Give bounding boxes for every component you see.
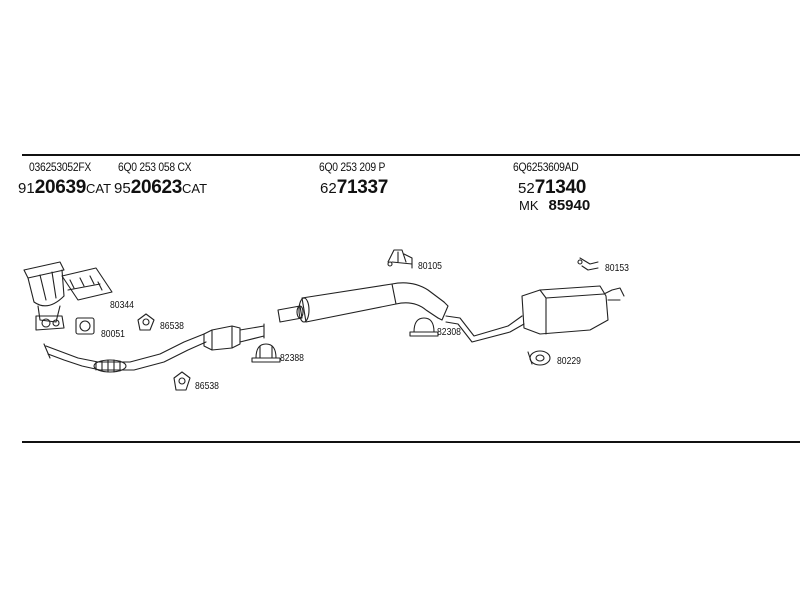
top-rule: [22, 154, 800, 156]
ref-label-86538-a: 86538: [160, 320, 184, 332]
part-main-1: 20639: [34, 177, 87, 198]
oe-number-1: 036253052FX: [29, 160, 92, 174]
part-number-3: 6271337: [320, 178, 388, 197]
rubber-mount-part-1: [138, 314, 154, 330]
exhaust-manifold-part: [24, 262, 64, 330]
mounting-kit-number: MK 85940: [519, 197, 590, 214]
hanger-part-80105: [388, 250, 412, 268]
oe-number-2: 6Q0 253 058 CX: [118, 160, 192, 174]
part-prefix-1: 91: [18, 180, 35, 197]
pipe-clamp-part-1: [252, 344, 280, 362]
part-prefix-4: 52: [518, 180, 535, 197]
ref-label-80153: 80153: [605, 262, 629, 274]
rear-silencer-part: [446, 286, 624, 342]
part-prefix-3: 62: [320, 180, 337, 197]
part-number-2: 9520623CAT: [114, 178, 207, 197]
front-pipe-part: [44, 334, 206, 372]
flange-gasket-part: [76, 318, 94, 334]
ref-label-80105: 80105: [418, 260, 442, 272]
mounting-kit-main: 85940: [548, 197, 591, 214]
part-number-1: 9120639CAT: [18, 178, 111, 197]
part-main-4: 71340: [534, 177, 587, 198]
part-suffix-2: CAT: [182, 181, 208, 196]
ref-label-80051: 80051: [101, 328, 125, 340]
ref-label-82388: 82388: [280, 352, 304, 364]
part-main-2: 20623: [130, 177, 183, 198]
oe-number-3: 6Q0 253 209 P: [319, 160, 386, 174]
ref-label-86538-b: 86538: [195, 380, 219, 392]
catalytic-converter-part: [204, 324, 264, 350]
part-main-3: 71337: [336, 177, 389, 198]
rubber-mount-part-2: [174, 372, 190, 390]
manifold-gasket-part: [62, 268, 112, 300]
bottom-rule: [22, 441, 800, 443]
ref-label-80229: 80229: [557, 355, 581, 367]
hanger-part-80153: [578, 258, 598, 270]
oe-number-4: 6Q6253609AD: [513, 160, 579, 174]
part-prefix-2: 95: [114, 180, 131, 197]
pipe-clamp-part-2: [410, 318, 438, 336]
middle-silencer-part: [278, 283, 448, 322]
ref-label-82308: 82308: [437, 326, 461, 338]
part-suffix-1: CAT: [86, 181, 112, 196]
mounting-kit-prefix: MK: [519, 198, 539, 213]
part-number-4: 5271340: [518, 178, 586, 197]
hanger-part-80229: [528, 351, 550, 365]
ref-label-80344: 80344: [110, 299, 134, 311]
